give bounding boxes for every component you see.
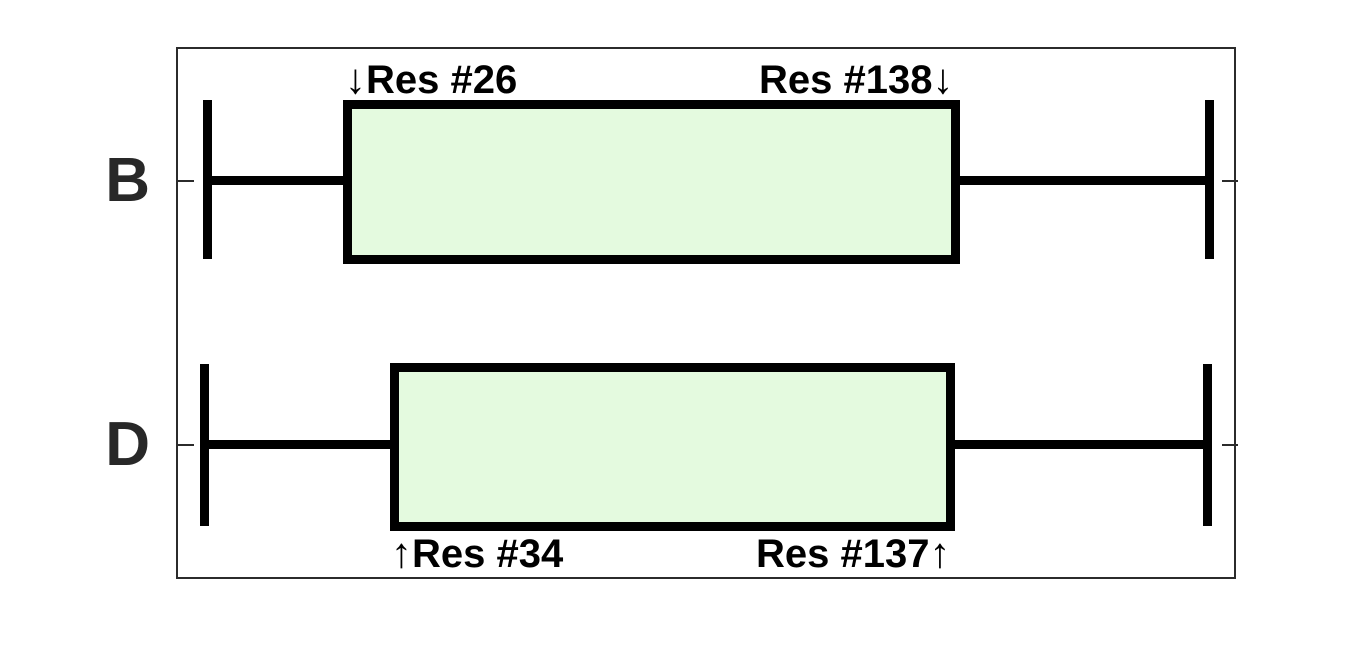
annotation-b-high: Res #138↓ [759,55,954,102]
down-arrow-icon: ↓ [932,55,954,102]
axis-tick-right-b [1222,180,1238,182]
axis-tick-left-b [178,180,194,182]
annotation-b-low: ↓Res #26 [345,55,518,102]
annotation-b-high-text: Res #138 [759,58,933,102]
whisker-line-high-b [954,176,1212,185]
category-label-d: D [105,410,150,479]
axis-tick-left-d [178,444,194,446]
annotation-d-low: ↑Res #34 [391,529,564,576]
down-arrow-icon: ↓ [345,55,366,102]
annotation-d-high-text: Res #137 [756,532,930,576]
box-b [343,100,960,264]
box-d [390,363,955,531]
annotation-b-low-text: Res #26 [366,58,518,102]
annotation-d-high: Res #137↑ [756,529,951,576]
annotation-d-low-text: Res #34 [412,532,564,576]
whisker-line-low-d [204,440,396,449]
axis-tick-right-d [1222,444,1238,446]
up-arrow-icon: ↑ [391,529,412,576]
category-label-b: B [105,146,150,215]
up-arrow-icon: ↑ [929,529,951,576]
plot-frame [176,47,1236,579]
whisker-line-low-b [207,176,349,185]
whisker-line-high-d [951,440,1209,449]
